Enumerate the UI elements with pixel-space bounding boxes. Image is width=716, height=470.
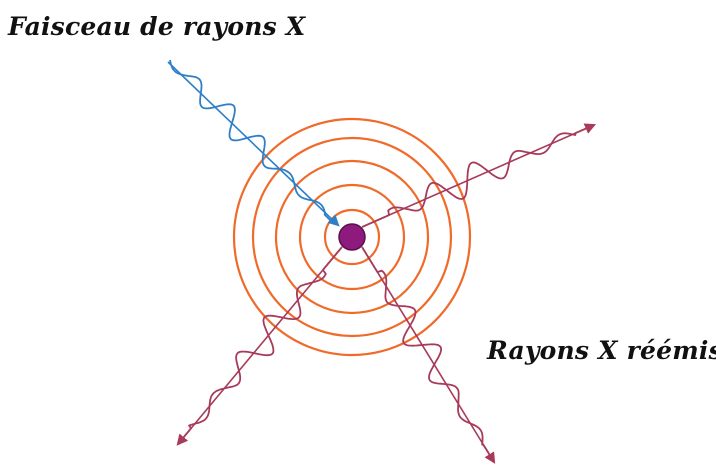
atom <box>338 223 366 251</box>
wavefront-rings <box>232 117 472 357</box>
incident-x-ray-beam <box>167 59 340 227</box>
reemitted-beam-left-wave <box>177 246 343 445</box>
reemitted-x-ray-beams <box>176 123 597 464</box>
wavefront-ring <box>232 117 472 357</box>
incident-beam-axis <box>167 61 340 227</box>
reemitted-beam-bottom-wave <box>361 246 495 463</box>
reemitted-beam-bottom-axis <box>361 246 496 464</box>
reemitted-beam-right-axis <box>361 123 597 228</box>
incident-beam-wave <box>169 59 333 223</box>
incident-beam-label: Faisceau de rayons X <box>8 12 306 41</box>
wavefront-ring <box>251 136 453 338</box>
wavefront-ring <box>298 183 406 291</box>
wavefront-ring <box>274 159 430 315</box>
reemitted-beam-right-wave <box>361 124 595 228</box>
reemitted-beam-left-axis <box>176 246 343 446</box>
wavefront-ring <box>323 208 381 266</box>
reemitted-rays-label: Rayons X réémis <box>487 336 716 365</box>
